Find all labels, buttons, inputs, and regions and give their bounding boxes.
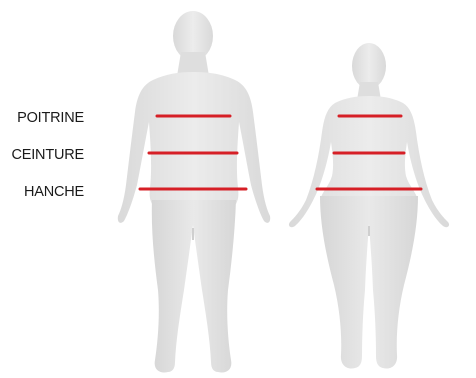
female-figure — [289, 43, 449, 368]
male-legs — [152, 200, 236, 373]
female-legs — [320, 196, 418, 368]
male-figure — [118, 11, 270, 373]
